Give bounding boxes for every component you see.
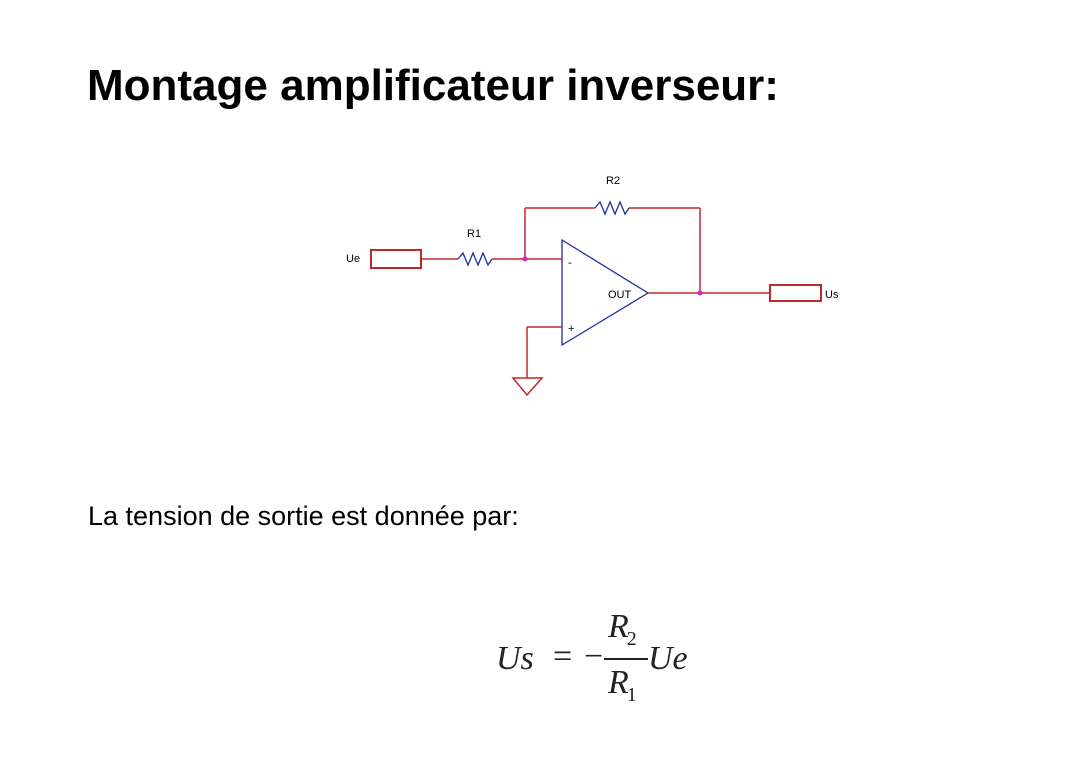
formula-lhs: Us	[496, 640, 534, 677]
inverting-amplifier-schematic: Ue R1 R2 - + OUT Us	[346, 175, 839, 397]
denominator-var: R	[608, 664, 629, 701]
gain-formula: Us = − R2 R1 Ue	[496, 606, 716, 716]
formula-numerator: R2	[608, 608, 637, 650]
resistor-r2	[594, 200, 630, 216]
page-title: Montage amplificateur inverseur:	[87, 61, 779, 110]
denominator-sub: 1	[626, 684, 637, 706]
intro-text: La tension de sortie est donnée par:	[88, 501, 519, 531]
r2-label: R2	[606, 175, 620, 187]
output-label: Us	[825, 289, 839, 301]
formula-rhs: Ue	[648, 640, 688, 677]
input-connector	[370, 249, 422, 269]
opamp-plus-label: +	[568, 323, 574, 335]
fraction-bar	[604, 658, 648, 660]
formula-denominator: R1	[608, 664, 637, 706]
formula-minus: −	[584, 638, 604, 675]
node-output	[697, 290, 703, 296]
input-label: Ue	[346, 253, 360, 265]
node-inverting	[522, 256, 528, 262]
resistor-r1	[457, 251, 493, 267]
opamp-out-label: OUT	[608, 289, 632, 301]
ground-icon	[511, 377, 544, 397]
numerator-var: R	[608, 608, 629, 645]
output-connector	[769, 284, 822, 302]
opamp-minus-label: -	[568, 257, 572, 269]
formula-equals: =	[553, 638, 573, 675]
numerator-sub: 2	[626, 628, 637, 650]
r1-label: R1	[467, 228, 481, 240]
opamp-triangle	[561, 238, 650, 347]
